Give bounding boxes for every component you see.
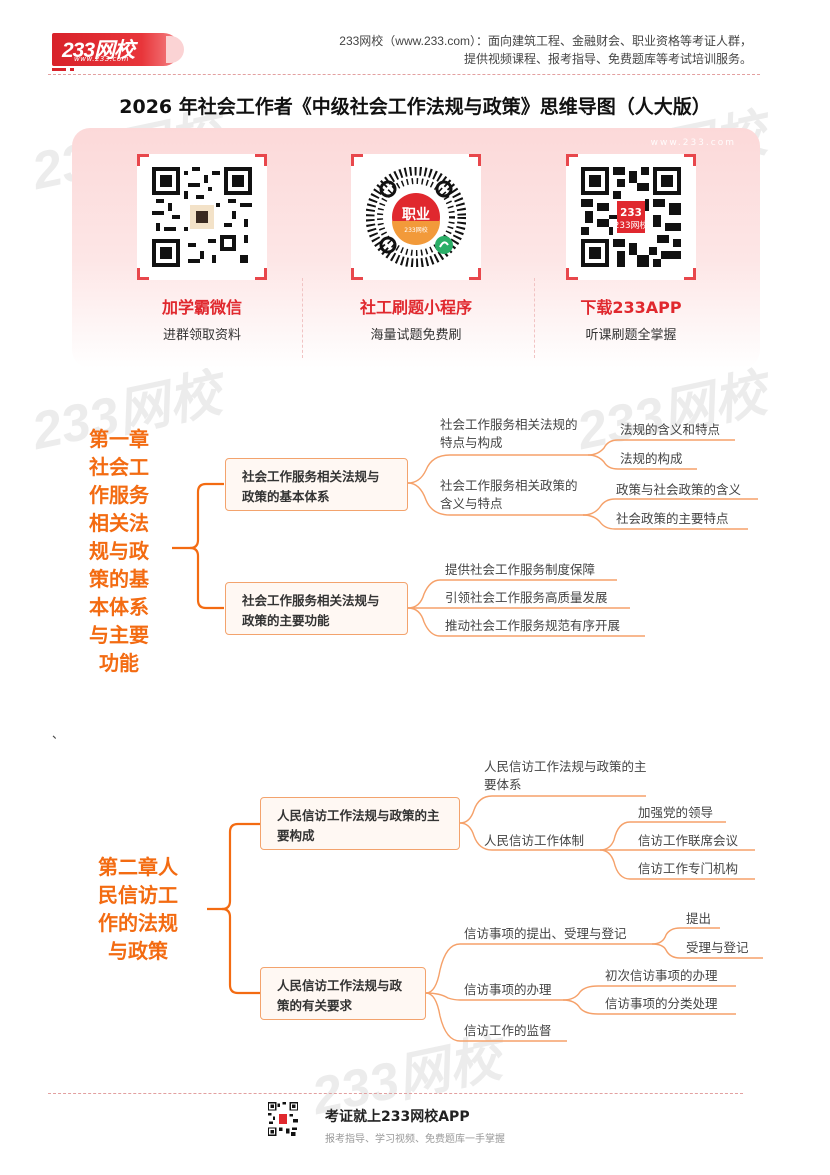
promo-app-download[interactable]: 233 233网校 下载233APP 听课刷题全掌握 xyxy=(566,154,696,343)
promo-subtitle: 听课刷题全掌握 xyxy=(585,328,677,343)
qr-frame: 233 233网校 xyxy=(566,154,696,280)
footer-qr-code-icon[interactable] xyxy=(268,1102,298,1136)
app-center-label: 233网校 xyxy=(614,219,649,231)
promo-title: 社工刷题小程序 xyxy=(359,298,472,317)
leaf-node[interactable]: 法规的构成 xyxy=(620,451,683,466)
subtopic-node[interactable]: 信访事项的办理 xyxy=(464,982,552,997)
chapter-2-line: 与政策 xyxy=(108,939,168,963)
header-tagline: 233网校（www.233.com）：面向建筑工程、金融财会、职业资格等考证人群… xyxy=(339,32,752,68)
logo-url: www.233.com xyxy=(74,55,129,63)
header-divider xyxy=(48,74,760,75)
mini-program-center-label: 职业 xyxy=(402,207,430,223)
mini-program-qr-code-icon[interactable]: 职业 233网校 xyxy=(366,167,466,267)
subtopic-node[interactable]: 人民信访工作体制 xyxy=(484,833,585,848)
mini-program-center-sub: 233网校 xyxy=(404,226,427,234)
promo-banner: www.233.com xyxy=(72,128,760,368)
topic-node[interactable]: 社会工作服务相关法规与政策的主要功能 xyxy=(225,582,408,635)
logo-decoration xyxy=(52,68,66,71)
promo-wechat[interactable]: 加学霸微信 进群领取资料 xyxy=(137,154,267,343)
chapter-1-root[interactable]: 第一章 社会工 作服务 相关法 规与政 策的基 本体系 与主要 功能 xyxy=(82,425,156,677)
leaf-node[interactable]: 受理与登记 xyxy=(686,940,749,955)
tagline-line-1: 233网校（www.233.com）：面向建筑工程、金融财会、职业资格等考证人群… xyxy=(339,34,752,48)
logo-decoration xyxy=(70,68,74,71)
chapter-2-line: 民信访工 xyxy=(98,883,178,907)
leaf-node[interactable]: 提供社会工作服务制度保障 xyxy=(445,562,596,577)
chapter-1-line: 作服务 xyxy=(89,483,149,507)
leaf-node[interactable]: 初次信访事项的办理 xyxy=(605,968,718,983)
logo-decoration xyxy=(166,36,184,63)
chapter-1-line: 本体系 xyxy=(89,595,149,619)
promo-subtitle: 进群领取资料 xyxy=(162,328,241,343)
logo-text: 233网校 xyxy=(62,39,135,62)
footer-subtitle: 报考指导、学习视频、免费题库一手掌握 xyxy=(325,1134,505,1145)
leaf-node[interactable]: 社会政策的主要特点 xyxy=(616,511,729,526)
footer-divider xyxy=(48,1093,743,1094)
subtopic-node[interactable]: 信访事项的提出、受理与登记 xyxy=(464,926,627,941)
promo-divider xyxy=(302,278,303,358)
topic-node[interactable]: 社会工作服务相关法规与政策的基本体系 xyxy=(225,458,408,511)
banner-url-watermark: www.233.com xyxy=(650,138,736,148)
subtopic-node[interactable]: 社会工作服务相关政策的含义与特点 xyxy=(440,478,578,511)
promo-title: 下载233APP xyxy=(580,298,682,317)
topic-node[interactable]: 人民信访工作法规与政策的主要构成 xyxy=(260,797,460,850)
chapter-1-line: 第一章 xyxy=(89,427,149,451)
qr-frame: 职业 233网校 xyxy=(351,154,481,280)
svg-text:233: 233 xyxy=(620,207,642,219)
promo-mini-program[interactable]: 职业 233网校 社工刷题小程序 海量试题免费刷 xyxy=(351,154,481,343)
subtopic-node[interactable]: 社会工作服务相关法规的特点与构成 xyxy=(440,417,578,450)
leaf-node[interactable]: 信访事项的分类处理 xyxy=(605,996,718,1011)
chapter-2-line: 第二章人 xyxy=(98,855,178,879)
leaf-node[interactable]: 法规的含义和特点 xyxy=(620,422,721,437)
leaf-node[interactable]: 加强党的领导 xyxy=(638,805,714,820)
leaf-node[interactable]: 引领社会工作服务高质量发展 xyxy=(445,590,608,605)
stray-punctuation: 、 xyxy=(52,727,65,741)
chapter-1-line: 社会工 xyxy=(89,455,149,479)
page-title: 2026 年社会工作者《中级社会工作法规与政策》思维导图（人大版） xyxy=(119,96,711,118)
chapter-2-root[interactable]: 第二章人 民信访工 作的法规 与政策 xyxy=(92,853,184,965)
wechat-qr-code-icon[interactable] xyxy=(152,167,252,267)
footer-title: 考证就上233网校APP xyxy=(325,1109,470,1125)
brand-logo[interactable]: 233网校 www.233.com xyxy=(52,33,180,66)
promo-title: 加学霸微信 xyxy=(161,298,242,317)
leaf-node[interactable]: 政策与社会政策的含义 xyxy=(616,482,742,497)
app-download-qr-code-icon[interactable]: 233 233网校 xyxy=(581,167,681,267)
qr-frame xyxy=(137,154,267,280)
chapter-1-line: 规与政 xyxy=(89,539,149,563)
chapter-1-line: 与主要 xyxy=(89,623,149,647)
tagline-line-2: 提供视频课程、报考指导、免费题库等考试培训服务。 xyxy=(463,52,752,66)
chapter-2-line: 作的法规 xyxy=(98,911,178,935)
leaf-node[interactable]: 信访工作专门机构 xyxy=(638,861,739,876)
promo-divider xyxy=(534,278,535,358)
leaf-node[interactable]: 推动社会工作服务规范有序开展 xyxy=(445,618,621,633)
chapter-1-line: 相关法 xyxy=(89,511,149,535)
promo-subtitle: 海量试题免费刷 xyxy=(370,328,462,343)
topic-node[interactable]: 人民信访工作法规与政策的有关要求 xyxy=(260,967,426,1020)
subtopic-node[interactable]: 信访工作的监督 xyxy=(464,1023,552,1038)
leaf-node[interactable]: 提出 xyxy=(686,911,712,926)
subtopic-node[interactable]: 人民信访工作法规与政策的主要体系 xyxy=(484,759,647,792)
chapter-1-line: 策的基 xyxy=(89,567,149,591)
leaf-node[interactable]: 信访工作联席会议 xyxy=(638,833,739,848)
chapter-1-line: 功能 xyxy=(99,651,139,675)
